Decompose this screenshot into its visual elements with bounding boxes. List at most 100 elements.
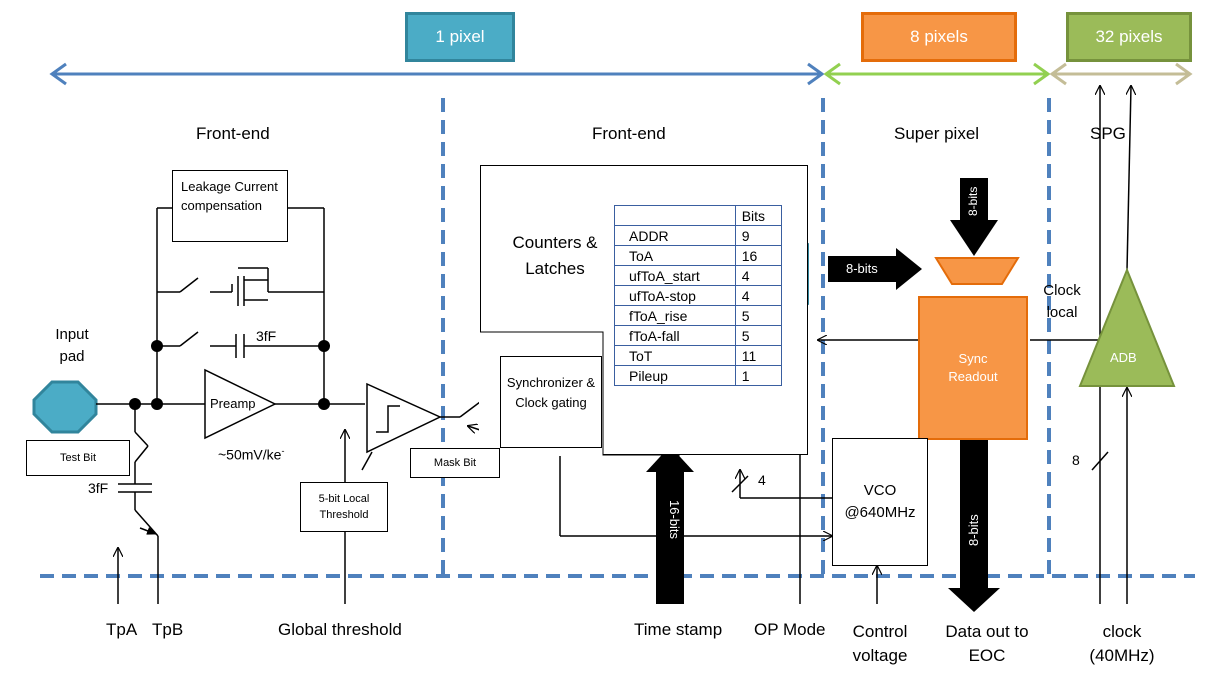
synchronizer-label: Synchronizer & Clock gating: [506, 375, 596, 410]
span-arrow-eight-pixels: [823, 62, 1051, 86]
section-front-end-right: Front-end: [592, 124, 666, 143]
header-eight-pixels-label: 8 pixels: [910, 27, 968, 46]
clock-label: clock (40MHz): [1082, 620, 1162, 668]
bit-field-name: ADDR: [614, 225, 736, 246]
tpb-switch-arrow: [139, 527, 157, 535]
bus-4-label: 4: [758, 472, 766, 488]
section-front-end-left: Front-end: [196, 124, 270, 143]
span-arrow-one-pixel: [49, 62, 825, 86]
section-spg: SPG: [1090, 124, 1126, 143]
input-pad-label: Input pad: [50, 324, 94, 368]
bits-table-header-label: Bits: [734, 205, 783, 226]
leakage-compensation-label: Leakage Current compensation: [181, 179, 278, 213]
bit-field-name: fToA_rise: [614, 305, 736, 326]
mask-bit-label: Mask Bit: [433, 457, 477, 469]
bus-8bits-side-label: 8-bits: [846, 261, 878, 276]
cap-feedback-label: 3fF: [256, 328, 277, 344]
clock-local-text: Clock local: [1043, 282, 1081, 321]
section-super-pixel: Super pixel: [894, 124, 980, 143]
discriminator-triangle: [366, 382, 442, 454]
bus-8bits-down-arrow: [950, 178, 998, 256]
adb-triangle: [1078, 267, 1176, 387]
bit-field-width: 5: [734, 325, 783, 346]
data-out-text: Data out to EOC: [945, 622, 1029, 665]
preamp-label: Preamp: [210, 396, 256, 411]
bus-8bits-out-label: 8-bits: [966, 514, 981, 546]
clock-local-label: Clock local: [1040, 280, 1084, 324]
bit-field-width: 4: [734, 265, 783, 286]
bit-field-width: 5: [734, 305, 783, 326]
leakage-compensation-block: Leakage Current compensation: [172, 170, 288, 242]
sync-readout-label: Sync Readout: [948, 351, 998, 384]
bit-field-width: 16: [734, 245, 783, 266]
front-end-wires: [96, 86, 1131, 604]
readout-trapezoid: [934, 257, 1020, 285]
bits-table-header-row: Bits: [614, 205, 783, 226]
input-pad-octagon: [32, 380, 98, 434]
vco-block: VCO @640MHz: [832, 438, 928, 566]
counters-latches-text: Counters & Latches: [512, 233, 598, 278]
bit-field-name: ufToA-stop: [614, 285, 736, 306]
gain-superscript: -: [281, 446, 285, 456]
clock-text: clock (40MHz): [1089, 622, 1155, 665]
bit-field-name: fToA-fall: [614, 325, 736, 346]
bus-16bits-arrow: [646, 446, 694, 604]
sync-readout-block: Sync Readout: [918, 296, 1028, 440]
tpa-label: TpA: [106, 620, 138, 639]
data-out-label: Data out to EOC: [942, 620, 1032, 668]
bit-field-width: 1: [734, 365, 783, 386]
bus-8-label: 8: [1072, 452, 1080, 468]
header-thirty-two-pixels-label: 32 pixels: [1095, 27, 1163, 46]
bit-field-name: ufToA_start: [614, 265, 736, 286]
tpb-label: TpB: [152, 620, 184, 639]
local-threshold-block: 5-bit Local Threshold: [300, 482, 388, 532]
bits-table-header-blank: [614, 205, 736, 226]
op-mode-label: OP Mode: [754, 620, 826, 639]
header-eight-pixels: 8 pixels: [861, 12, 1017, 62]
synchronizer-block: Synchronizer & Clock gating: [500, 356, 602, 448]
adb-label: ADB: [1110, 350, 1137, 365]
gain-label: ~50mV/ke-: [218, 446, 284, 463]
bus-8bits-out-arrow: [948, 440, 1000, 612]
header-one-pixel: 1 pixel: [405, 12, 515, 62]
local-threshold-label: 5-bit Local Threshold: [318, 493, 370, 521]
bit-field-name: Pileup: [614, 365, 736, 386]
bit-field-name: ToA: [614, 245, 736, 266]
vco-label: VCO @640MHz: [844, 482, 916, 521]
gain-text: ~50mV/ke: [218, 446, 282, 463]
bus-16bits-label: 16-bits: [667, 500, 682, 540]
bit-field-name: ToT: [614, 345, 736, 366]
bit-field-width: 11: [734, 345, 783, 366]
control-voltage-text: Control voltage: [852, 622, 908, 665]
section-dividers: [40, 98, 1195, 578]
time-stamp-label: Time stamp: [634, 620, 723, 639]
bit-field-width: 4: [734, 285, 783, 306]
mask-bit-block: Mask Bit: [410, 448, 500, 478]
counters-latches-label: Counters & Latches: [500, 230, 610, 282]
junction-dots: [129, 340, 330, 410]
bit-field-width: 9: [734, 225, 783, 246]
test-bit-block: Test Bit: [26, 440, 130, 476]
span-arrow-thirty-two-pixels: [1049, 62, 1193, 86]
bus-8bits-in-label: 8-bits: [966, 186, 980, 216]
hysteresis-symbol: [376, 405, 400, 433]
control-voltage-label: Control voltage: [840, 620, 920, 668]
global-threshold-label: Global threshold: [278, 620, 402, 639]
cap-test-label: 3fF: [88, 480, 109, 496]
test-bit-label: Test Bit: [59, 452, 97, 464]
bus-8bits-side-arrow: [828, 248, 922, 290]
header-one-pixel-label: 1 pixel: [435, 27, 485, 46]
input-pad-text: Input pad: [55, 326, 89, 365]
header-thirty-two-pixels: 32 pixels: [1066, 12, 1192, 62]
